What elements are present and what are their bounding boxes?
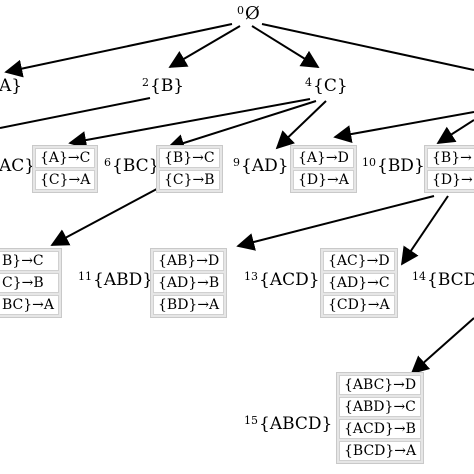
edge-2-5 xyxy=(0,97,151,129)
rule-item: {ABD}→C xyxy=(339,397,422,417)
node-a: A} xyxy=(0,76,23,96)
rule-item: {CD}→A xyxy=(323,295,395,315)
rules-bc: {B}→C {C}→B xyxy=(156,145,223,193)
rule-item: {ABC}→D xyxy=(339,375,422,395)
rule-item: {C}→B xyxy=(159,170,220,190)
rule-item: {D}→ xyxy=(427,170,474,190)
edge-8-10 xyxy=(436,119,474,144)
rule-item: C}→B xyxy=(0,273,60,293)
node-bd: 10{BD} xyxy=(362,156,425,176)
rules-bd: {B}→ {D}→ xyxy=(424,145,474,193)
rules-abc: B}→C C}→B BC}→A xyxy=(0,248,63,318)
edge-4-5 xyxy=(68,98,311,149)
rules-abd: {AB}→D {AD}→B {BD}→A xyxy=(150,248,228,318)
rule-item: {D}→A xyxy=(293,170,354,190)
edge-4-9 xyxy=(275,100,327,150)
rule-item: {BCD}→A xyxy=(339,441,422,461)
edge-10-11 xyxy=(236,195,435,251)
rule-item: B}→C xyxy=(0,251,60,271)
node-abcd: 15{ABCD} xyxy=(244,414,333,434)
node-b: 2{B} xyxy=(142,76,185,96)
node-bc: 6{BC} xyxy=(104,156,160,176)
edge-10-13 xyxy=(400,195,449,266)
rules-ad: {A}→D {D}→A xyxy=(290,145,357,193)
node-bcd: 14{BCD xyxy=(412,270,474,290)
node-ac: AC} xyxy=(0,156,36,176)
rule-item: {AC}→D xyxy=(323,251,395,271)
edge-14-15 xyxy=(410,317,474,375)
rules-acd: {AC}→D {AD}→C {CD}→A xyxy=(320,248,398,318)
rule-item: BC}→A xyxy=(0,295,60,315)
edge-0-2 xyxy=(168,25,241,68)
node-abd: 11{ABD} xyxy=(78,270,154,290)
rule-item: {A}→D xyxy=(293,148,354,168)
rules-ac: {A}→C {C}→A xyxy=(32,145,99,193)
edge-8-9 xyxy=(333,111,474,143)
node-ad: 9{AD} xyxy=(233,156,289,176)
edge-0-1 xyxy=(4,23,233,78)
edge-4-6 xyxy=(166,100,317,152)
rule-item: {BD}→A xyxy=(153,295,225,315)
rule-item: {B}→C xyxy=(159,148,220,168)
rule-item: {AD}→C xyxy=(323,273,395,293)
rule-item: {ACD}→B xyxy=(339,419,422,439)
rules-abcd: {ABC}→D {ABD}→C {ACD}→B {BCD}→A xyxy=(336,372,425,464)
node-acd: 13{ACD} xyxy=(244,270,320,290)
edge-6-7 xyxy=(50,182,169,246)
rule-item: {B}→ xyxy=(427,148,474,168)
node-empty-set: 0Ø xyxy=(237,3,260,24)
rule-item: {A}→C xyxy=(35,148,96,168)
edge-0-8 xyxy=(261,23,474,71)
rule-item: {C}→A xyxy=(35,170,96,190)
edge-0-4 xyxy=(251,25,320,68)
node-c: 4{C} xyxy=(305,76,348,96)
rule-item: {AB}→D xyxy=(153,251,225,271)
rule-item: {AD}→B xyxy=(153,273,225,293)
